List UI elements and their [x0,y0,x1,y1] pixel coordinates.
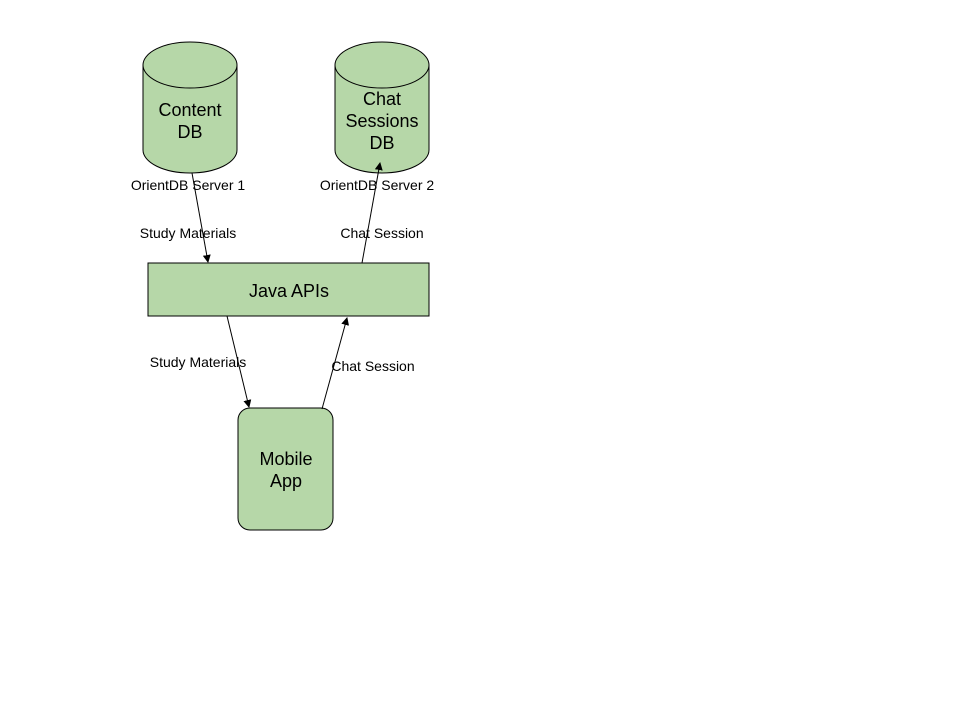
chat-sessions-db-label-line-2: Sessions [345,111,418,131]
edge-label-content-to-java: Study Materials [140,225,236,241]
edge-java-apis-to-mobile-app [226,315,252,408]
mobile-app-node[interactable]: Mobile App [237,407,334,531]
java-apis-box [147,262,430,317]
mobile-app-label-line-1: Mobile [259,449,312,469]
mobile-app-box [237,407,334,531]
edge-java-apis-to-chat-sessions-db [361,162,383,264]
edge-label-java-to-chat: Chat Session [340,225,423,241]
content-db-node[interactable]: Content DB [142,41,238,174]
chat-sessions-db-cylinder-body [334,64,430,174]
edge-label-mobile-to-java: Chat Session [331,358,414,374]
edge-mobile-app-to-java-apis [321,317,350,410]
java-apis-label: Java APIs [249,281,329,301]
content-db-label-line-1: Content [158,100,221,120]
edge-content-db-to-java-apis [191,172,211,263]
chat-sessions-db-label-line-1: Chat [363,89,401,109]
chat-sessions-db-cylinder-top [334,41,430,89]
chat-sessions-db-caption: OrientDB Server 2 [320,177,435,193]
content-db-label-line-2: DB [177,122,202,142]
edge-label-java-to-mobile: Study Materials [150,354,246,370]
chat-sessions-db-node[interactable]: Chat Sessions DB [334,41,430,174]
content-db-cylinder-top [142,41,238,89]
java-apis-node[interactable]: Java APIs [147,262,430,317]
chat-sessions-db-label-line-3: DB [369,133,394,153]
content-db-caption: OrientDB Server 1 [131,177,246,193]
content-db-cylinder-body [142,64,238,174]
mobile-app-label-line-2: App [270,471,302,491]
